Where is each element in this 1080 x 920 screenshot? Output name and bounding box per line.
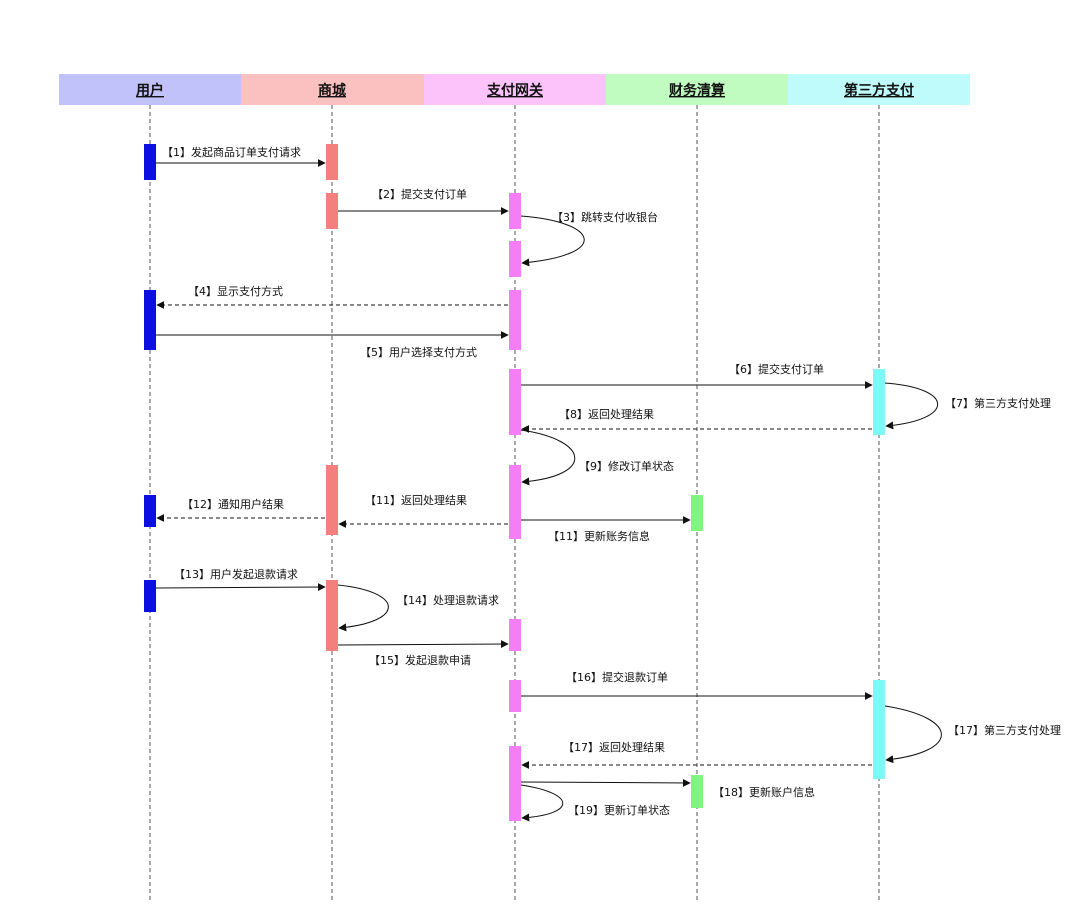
message-label: 【12】通知用户结果 <box>182 497 284 511</box>
header-user <box>59 74 241 105</box>
arrow-m19 <box>520 784 564 822</box>
message-label: 【8】返回处理结果 <box>559 408 654 421</box>
arrow-m18 <box>520 778 691 787</box>
activation-finance <box>691 495 703 531</box>
message-arrows <box>155 159 942 822</box>
message-label: 【17】返回处理结果 <box>563 741 665 754</box>
participant-label-mall: 商城 <box>318 82 346 99</box>
participant-label-finance: 财务清算 <box>668 82 725 99</box>
activation-gateway <box>509 241 521 277</box>
participant-header: 用户 商城 支付网关 财务清算 第三方支付 <box>59 74 970 105</box>
message-label: 【18】更新账户信息 <box>713 785 815 799</box>
arrow-m14 <box>337 584 389 632</box>
arrow-m7 <box>884 382 939 430</box>
activation-user <box>144 580 156 612</box>
activation-user <box>144 144 156 180</box>
header-finance <box>606 74 788 105</box>
activation-user <box>144 290 156 350</box>
message-label: 【2】提交支付订单 <box>372 187 467 201</box>
message-label: 【11】返回处理结果 <box>365 494 467 507</box>
activation-mall <box>326 193 338 229</box>
activation-gateway <box>509 746 521 821</box>
activation-third-party <box>873 369 885 435</box>
arrow-m13 <box>155 583 326 592</box>
message-label: 【6】提交支付订单 <box>729 362 824 376</box>
activation-finance <box>691 775 703 808</box>
participant-label-user: 用户 <box>136 82 164 99</box>
activation-gateway <box>509 193 521 229</box>
message-labels: 【1】发起商品订单支付请求 【2】提交支付订单 【3】跳转支付收银台 【4】显示… <box>162 145 1061 817</box>
message-label: 【3】跳转支付收银台 <box>552 210 658 224</box>
activation-mall <box>326 144 338 180</box>
arrow-m9 <box>520 429 576 486</box>
message-label: 【19】更新订单状态 <box>568 803 670 817</box>
header-mall <box>241 74 424 105</box>
message-label: 【9】修改订单状态 <box>579 459 674 473</box>
arrow-m17b <box>884 705 942 764</box>
message-label: 【14】处理退款请求 <box>397 593 499 607</box>
activation-gateway <box>509 680 521 712</box>
message-label: 【7】第三方支付处理 <box>945 396 1051 410</box>
activation-third-party <box>873 680 885 779</box>
participant-label-third-party: 第三方支付 <box>844 82 914 99</box>
activation-mall <box>326 580 338 651</box>
activation-gateway <box>509 369 521 435</box>
header-third-party <box>788 74 970 105</box>
arrow-m3 <box>520 215 585 267</box>
activation-user <box>144 495 156 527</box>
message-label: 【16】提交退款订单 <box>566 670 668 684</box>
message-label: 【11】更新账务信息 <box>548 529 650 543</box>
arrow-m15 <box>337 640 509 649</box>
activation-mall <box>326 465 338 535</box>
activation-bars <box>144 144 885 821</box>
header-gateway <box>424 74 606 105</box>
message-label: 【15】发起退款申请 <box>369 653 471 667</box>
message-label: 【4】显示支付方式 <box>188 284 283 298</box>
message-label: 【13】用户发起退款请求 <box>174 567 298 581</box>
message-label: 【17】第三方支付处理 <box>948 723 1061 737</box>
message-label: 【5】用户选择支付方式 <box>360 345 477 359</box>
message-label: 【1】发起商品订单支付请求 <box>162 145 301 159</box>
activation-gateway <box>509 465 521 539</box>
activation-gateway <box>509 619 521 651</box>
activation-gateway <box>509 290 521 350</box>
participant-label-gateway: 支付网关 <box>486 82 543 99</box>
